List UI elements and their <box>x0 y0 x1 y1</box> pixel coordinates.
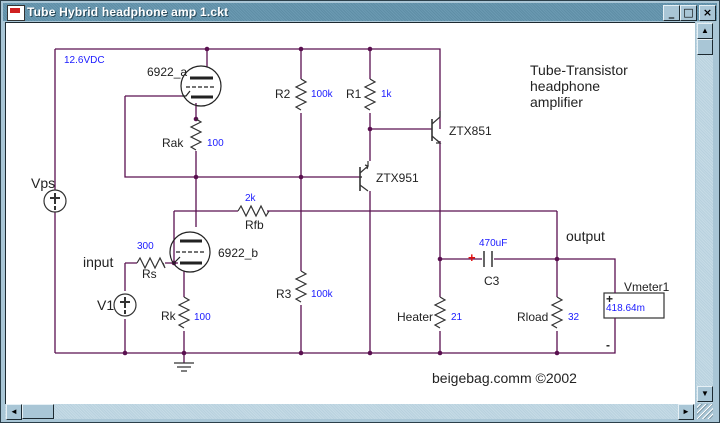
maximize-button[interactable]: □ <box>680 5 697 21</box>
resistor-rk-icon <box>177 296 191 329</box>
meter-plus: + <box>606 292 613 306</box>
minimize-button[interactable]: _ <box>663 5 680 21</box>
tube-a-label: 6922_a <box>147 65 187 79</box>
ztx851-label: ZTX851 <box>449 124 492 138</box>
rs-value: 300 <box>137 241 154 252</box>
v1-label: V1 <box>97 297 114 313</box>
r2-label: R2 <box>275 87 291 101</box>
close-button[interactable]: × <box>699 5 716 21</box>
capacitor-c3-icon <box>483 251 493 267</box>
resistor-rak-icon <box>189 118 203 151</box>
source-v1-icon <box>113 293 137 317</box>
rak-value: 100 <box>207 138 224 149</box>
junctions <box>122 46 560 356</box>
heading-line-3: amplifier <box>530 94 583 110</box>
rload-value: 32 <box>568 312 580 323</box>
meter-reading: 418.64m <box>606 303 645 314</box>
resistor-r1-icon <box>363 78 377 111</box>
horizontal-scroll-thumb[interactable] <box>22 404 54 419</box>
title-bar[interactable]: Tube Hybrid headphone amp 1.ckt _ □ × <box>3 3 717 21</box>
heater-value: 21 <box>451 312 463 323</box>
resistor-heater-icon <box>433 296 447 329</box>
window-title: Tube Hybrid headphone amp 1.ckt <box>27 5 229 19</box>
r1-value: 1k <box>381 89 393 100</box>
scroll-up-button[interactable]: ▲ <box>697 23 713 39</box>
source-vps-icon <box>43 189 67 213</box>
scroll-right-button[interactable]: ► <box>678 404 694 420</box>
resistor-r3-icon <box>294 270 308 303</box>
rak-label: Rak <box>162 136 184 150</box>
rload-label: Rload <box>517 310 548 324</box>
vertical-scrollbar[interactable]: ▲ ▼ <box>696 22 713 403</box>
rk-value: 100 <box>194 312 211 323</box>
rs-label: Rs <box>142 267 157 281</box>
heading-line-1: Tube-Transistor <box>530 62 628 78</box>
resistor-rs-icon <box>136 256 166 270</box>
tube-6922-b-icon <box>169 231 211 273</box>
meter-minus: - <box>606 338 610 352</box>
r2-value: 100k <box>311 89 334 100</box>
transistor-ztx951-icon <box>359 161 369 192</box>
scroll-left-button[interactable]: ◄ <box>6 404 22 420</box>
resistor-r2-icon <box>294 78 308 111</box>
voltmeter-vmeter1-icon[interactable] <box>603 291 665 339</box>
schematic-canvas[interactable]: + + - 418.64m Vmeter1 12.6VDC 6922_a 692… <box>5 22 695 404</box>
heater-label: Heater <box>397 310 433 324</box>
rfb-label: Rfb <box>245 218 264 232</box>
transistor-ztx851-icon <box>431 111 442 144</box>
r1-label: R1 <box>346 87 362 101</box>
horizontal-scrollbar[interactable]: ◄ ► <box>5 404 695 420</box>
meter-label: Vmeter1 <box>624 280 670 294</box>
capacitor-polarity-mark: + <box>468 250 476 265</box>
vps-label: Vps <box>31 175 55 191</box>
input-net-label: input <box>83 254 113 270</box>
c3-value: 470uF <box>479 238 507 249</box>
resistor-rload-icon <box>550 296 564 329</box>
resistor-rfb-icon <box>237 204 270 218</box>
scroll-down-button[interactable]: ▼ <box>697 386 713 402</box>
supply-voltage-label: 12.6VDC <box>64 55 105 66</box>
rk-label: Rk <box>161 309 177 323</box>
resistor-symbols <box>136 78 564 329</box>
vertical-scroll-thumb[interactable] <box>697 39 713 55</box>
ztx951-label: ZTX951 <box>376 171 419 185</box>
output-net-label: output <box>566 228 605 244</box>
tube-b-label: 6922_b <box>218 246 258 260</box>
resize-grip[interactable] <box>697 404 713 419</box>
circuit-file-icon <box>7 5 25 21</box>
c3-label: C3 <box>484 274 500 288</box>
r3-value: 100k <box>311 289 334 300</box>
credit-text: beigebag.comm ©2002 <box>432 370 577 386</box>
ground-icon <box>174 362 194 372</box>
r3-label: R3 <box>276 287 292 301</box>
schematic-drawing: + + - 418.64m Vmeter1 12.6VDC 6922_a 692… <box>31 46 670 386</box>
heading-line-2: headphone <box>530 78 600 94</box>
rfb-value: 2k <box>245 193 257 204</box>
tube-6922-a-icon <box>180 65 222 107</box>
